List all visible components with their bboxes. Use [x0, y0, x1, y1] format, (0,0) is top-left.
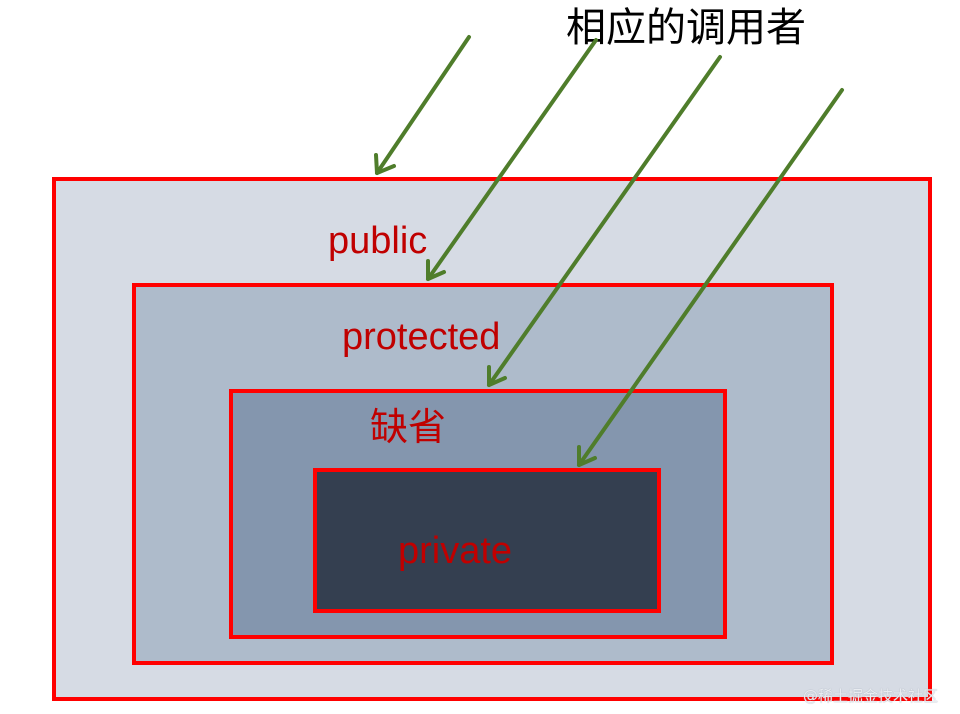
caller-title: 相应的调用者	[566, 5, 806, 51]
watermark: @稀土掘金技术社区	[802, 687, 938, 705]
private-label: private	[398, 530, 513, 572]
protected-label: protected	[342, 316, 501, 358]
private-scope-box	[313, 468, 661, 613]
public-label: public	[328, 220, 428, 262]
arrow-to-public	[374, 35, 471, 175]
default-label: 缺省	[370, 405, 447, 449]
